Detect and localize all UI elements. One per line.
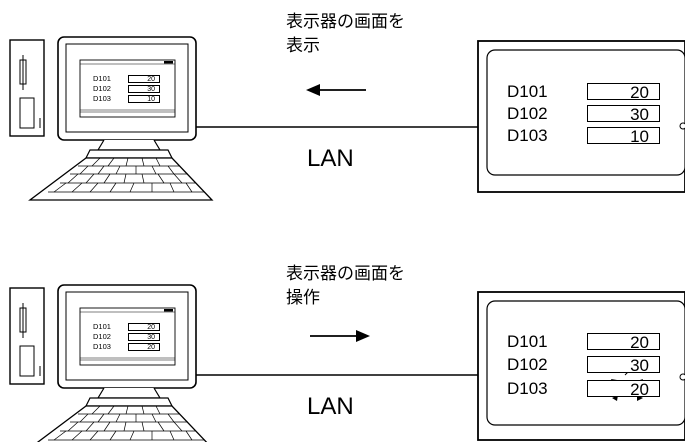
monitor-row-value: 30 [128, 85, 160, 93]
device-row-label: D103 [507, 379, 548, 398]
caption-bottom: 表示器の画面を 操作 [286, 264, 405, 308]
caption-top: 表示器の画面を 表示 [286, 12, 405, 56]
monitor-row-value: 20 [128, 323, 160, 331]
arrow-right-icon [310, 330, 370, 342]
monitor-row-value: 20 [128, 75, 160, 83]
monitor-row-label: D103 [93, 342, 111, 351]
device-row-label: D101 [507, 82, 548, 101]
lan-label-bottom: LAN [307, 393, 354, 420]
device-row-label: D101 [507, 332, 548, 351]
monitor-row-label: D102 [93, 84, 111, 93]
device-row-value: 10 [587, 127, 660, 145]
device-row-label: D102 [507, 104, 548, 123]
monitor-row-value: 20 [128, 343, 160, 351]
device-row-value: 20 [587, 333, 660, 351]
monitor-row-label: D102 [93, 332, 111, 341]
lan-label-top: LAN [307, 145, 354, 172]
monitor-row-label: D101 [93, 74, 111, 83]
device-row-value: 30 [587, 356, 660, 374]
device-row-value: 20 [587, 83, 660, 101]
computer-bottom [9, 284, 213, 442]
device-row-value: 30 [587, 105, 660, 123]
device-row-label: D103 [507, 126, 548, 145]
device-row-label: D102 [507, 355, 548, 374]
monitor-row-value: 30 [128, 333, 160, 341]
monitor-row-label: D101 [93, 322, 111, 331]
monitor-row-value: 10 [128, 95, 160, 103]
device-row-value: 20 [587, 380, 660, 398]
arrow-left-icon [306, 84, 366, 96]
monitor-row-label: D103 [93, 94, 111, 103]
computer-top [9, 36, 213, 201]
